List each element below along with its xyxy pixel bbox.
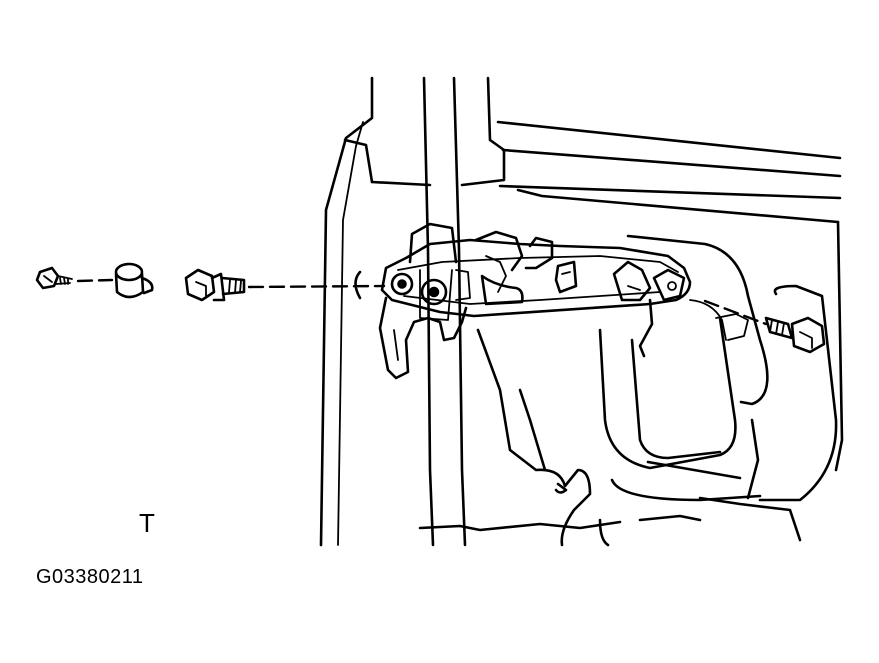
assembly-line-1 [76,278,114,283]
assembly-line-2 [247,284,386,289]
cap-plug [114,262,154,299]
door-panel [319,76,844,547]
mounting-hole [354,270,362,300]
assembly-line-3 [703,299,768,326]
bolt-right [764,316,826,354]
figure-id: G03380211 [36,566,144,588]
screw [35,266,73,290]
figure-marker: T [139,508,155,538]
bolt-left [184,268,246,302]
door-handle-assembly [378,222,749,380]
